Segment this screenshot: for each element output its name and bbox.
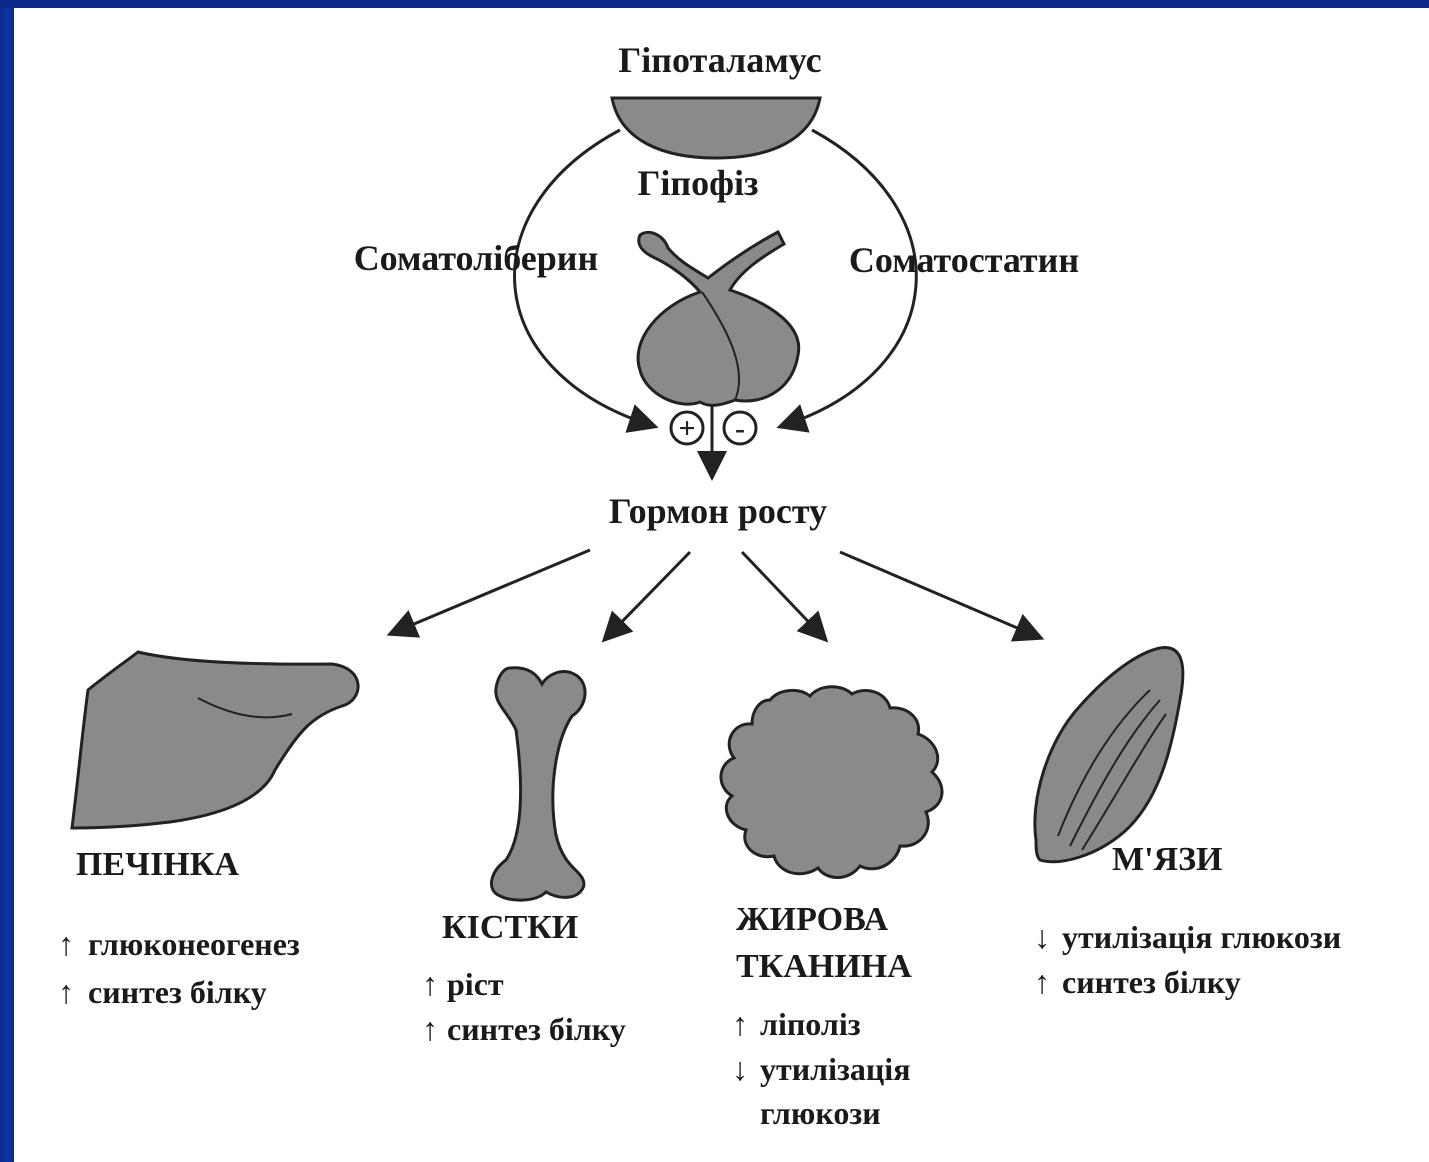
liver-shape [72, 652, 358, 828]
plus-sign: + [678, 412, 695, 445]
pituitary-label: Гіпофіз [637, 163, 758, 203]
muscles-effect-2-arrow: ↑ [1034, 964, 1050, 1000]
arrow-to-bones [608, 552, 690, 636]
arrow-to-liver [395, 550, 590, 632]
muscles-effect-2-text: синтез білку [1062, 964, 1241, 1000]
adipose-effect-3: глюкози [760, 1095, 881, 1131]
bones-label: КІСТКИ [442, 909, 578, 946]
bones-effect-2: ↑ синтез білку [422, 1011, 626, 1047]
muscles-label: М'ЯЗИ [1112, 841, 1222, 878]
muscles-effect-2: ↑ синтез білку [1034, 964, 1241, 1000]
liver-effect-1: ↑ глюконеогенез [58, 926, 300, 962]
bones-effect-1-arrow: ↑ [422, 966, 438, 1002]
muscles-effect-1-text: утилізація глюкози [1062, 919, 1341, 955]
adipose-effect-1: ↑ ліполіз [732, 1006, 861, 1042]
adipose-effect-2-arrow: ↓ [732, 1051, 748, 1087]
somatostatin-label: Соматостатин [849, 240, 1079, 280]
arrow-to-adipose [742, 552, 822, 636]
liver-effect-1-arrow: ↑ [58, 926, 74, 962]
bone-shape [491, 668, 585, 900]
hypothalamus-label: Гіпоталамус [618, 40, 821, 80]
liver-effect-2: ↑ синтез білку [58, 974, 267, 1010]
bones-effect-2-arrow: ↑ [422, 1011, 438, 1047]
bones-effect-1-text: ріст [447, 966, 504, 1002]
muscles-effect-1-arrow: ↓ [1034, 919, 1050, 955]
adipose-label-line2: ТКАНИНА [736, 948, 912, 985]
muscles-effect-1: ↓ утилізація глюкози [1034, 919, 1341, 955]
arrow-to-muscles [840, 552, 1036, 636]
muscle-shape [1035, 648, 1183, 862]
growth-hormone-label: Гормон росту [609, 491, 827, 531]
adipose-effect-1-arrow: ↑ [732, 1006, 748, 1042]
liver-effect-2-arrow: ↑ [58, 974, 74, 1010]
adipose-effect-1-text: ліполіз [760, 1006, 861, 1042]
somatoliberin-label: Соматоліберин [354, 238, 599, 278]
minus-sign: - [735, 412, 745, 445]
adipose-effect-3-text: глюкози [760, 1095, 881, 1131]
liver-label: ПЕЧІНКА [76, 846, 239, 883]
adipose-shape [721, 687, 942, 878]
hypothalamus-shape [612, 98, 820, 158]
adipose-effect-2: ↓ утилізація [732, 1051, 911, 1087]
liver-effect-1-text: глюконеогенез [88, 926, 300, 962]
adipose-label-line1: ЖИРОВА [736, 901, 889, 938]
bones-effect-2-text: синтез білку [447, 1011, 626, 1047]
bones-effect-1: ↑ ріст [422, 966, 504, 1002]
liver-effect-2-text: синтез білку [88, 974, 267, 1010]
adipose-effect-2-text: утилізація [760, 1051, 911, 1087]
